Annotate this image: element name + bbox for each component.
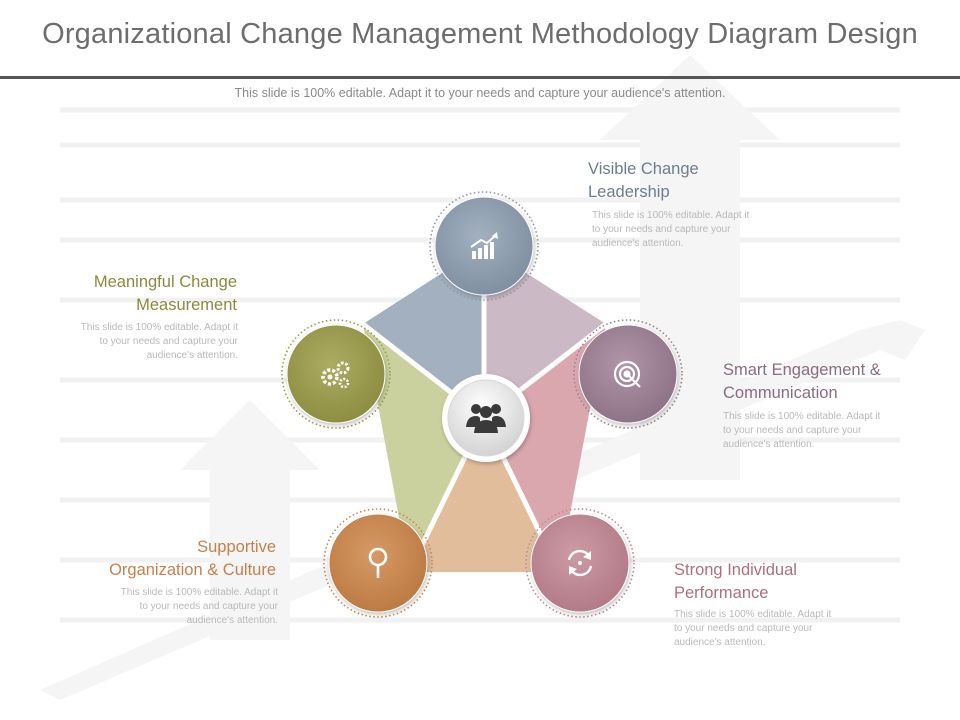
- visible-title: Visible Change Leadership: [588, 158, 699, 204]
- title-divider: [0, 76, 960, 79]
- supportive-desc-line2: to your needs and capture your: [139, 601, 278, 612]
- meaningful-description: This slide is 100% editable. Adapt it to…: [16, 321, 238, 363]
- smart-title: Smart Engagement & Communication: [723, 359, 881, 405]
- meaningful-title: Meaningful Change Measurement: [16, 271, 237, 317]
- gears-icon: [321, 361, 350, 389]
- segment-visible: [363, 246, 484, 418]
- node-visible: [429, 191, 539, 301]
- supportive-description: This slide is 100% editable. Adapt it to…: [56, 586, 278, 628]
- strong-desc-line1: This slide is 100% editable. Adapt it: [674, 609, 832, 620]
- page-title: Organizational Change Management Methodo…: [42, 18, 918, 50]
- meaningful-desc-line1: This slide is 100% editable. Adapt it: [80, 322, 238, 333]
- smart-title-line1: Smart Engagement &: [723, 361, 881, 379]
- supportive-title: Supportive Organization & Culture: [56, 536, 276, 582]
- smart-description: This slide is 100% editable. Adapt it to…: [723, 410, 880, 452]
- meaningful-title-line2: Measurement: [136, 296, 237, 314]
- supportive-desc-line1: This slide is 100% editable. Adapt it: [120, 587, 278, 598]
- segment-supportive: [409, 418, 559, 572]
- meaningful-title-line1: Meaningful Change: [93, 273, 237, 291]
- visible-description: This slide is 100% editable. Adapt it to…: [592, 209, 749, 251]
- target-icon: [613, 360, 641, 388]
- strong-description: This slide is 100% editable. Adapt it to…: [674, 608, 831, 650]
- strong-title: Strong Individual Performance: [674, 559, 797, 605]
- node-strong: [525, 508, 635, 618]
- supportive-title-line1: Supportive: [197, 538, 276, 556]
- people-group-icon: [466, 404, 506, 433]
- visible-desc-line3: audience's attention.: [592, 238, 684, 249]
- page-subtitle: This slide is 100% editable. Adapt it to…: [234, 86, 726, 100]
- center-hub: [442, 374, 530, 462]
- visible-title-line1: Visible Change: [588, 160, 699, 178]
- node-meaningful: [281, 319, 391, 429]
- supportive-desc-line3: audience's attention.: [186, 615, 278, 626]
- strong-desc-line2: to your needs and capture your: [674, 623, 813, 634]
- strong-desc-line3: audience's attention.: [674, 637, 766, 648]
- smart-title-line2: Communication: [723, 384, 838, 402]
- visible-title-line2: Leadership: [588, 183, 670, 201]
- smart-desc-line2: to your needs and capture your: [723, 425, 862, 436]
- smart-desc-line1: This slide is 100% editable. Adapt it: [723, 411, 881, 422]
- supportive-title-line2: Organization & Culture: [109, 561, 276, 579]
- visible-desc-line1: This slide is 100% editable. Adapt it: [592, 210, 750, 221]
- strong-title-line1: Strong Individual: [674, 561, 797, 579]
- segment-meaningful: [363, 324, 484, 572]
- meaningful-desc-line3: audience's attention.: [146, 350, 238, 361]
- magnifier-icon: [368, 547, 388, 578]
- meaningful-desc-line2: to your needs and capture your: [99, 336, 238, 347]
- smart-desc-line3: audience's attention.: [723, 439, 815, 450]
- node-smart: [573, 319, 683, 429]
- refresh-icon: [567, 549, 593, 577]
- visible-desc-line2: to your needs and capture your: [592, 224, 731, 235]
- node-supportive: [323, 508, 433, 618]
- strong-title-line2: Performance: [674, 584, 769, 602]
- growth-chart-icon: [470, 232, 498, 259]
- segment-smart: [484, 246, 606, 418]
